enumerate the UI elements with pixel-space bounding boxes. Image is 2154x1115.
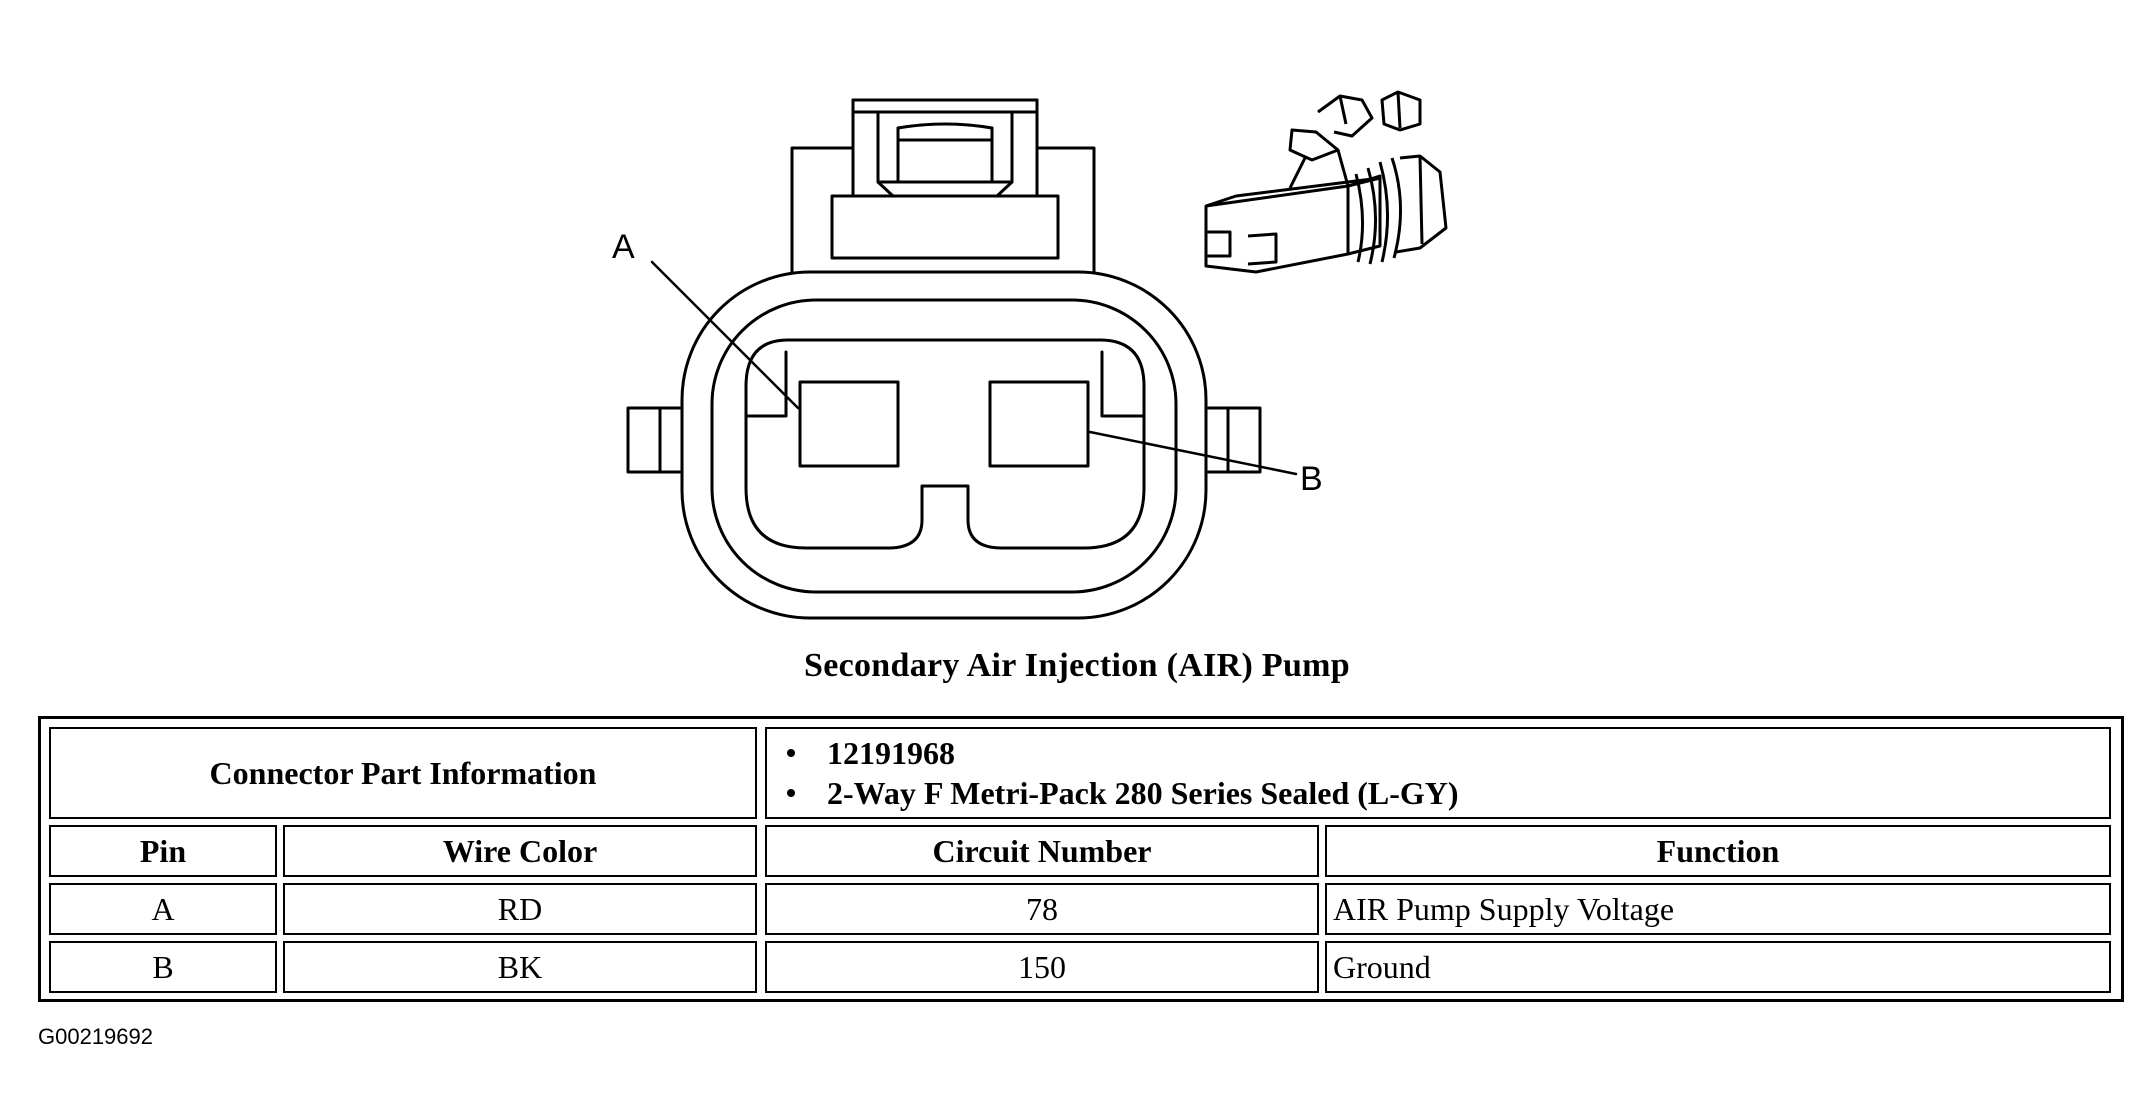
connector-outer-body xyxy=(680,270,1208,620)
row-a-pin: A xyxy=(49,883,277,935)
pin-label-a: A xyxy=(612,228,635,266)
connector-side-tabs xyxy=(626,406,1262,474)
cavity-key-right xyxy=(1100,350,1146,418)
connector-part-info: 12191968 2-Way F Metri-Pack 280 Series S… xyxy=(765,727,2111,819)
header-function: Function xyxy=(1325,825,2111,877)
row-b-wire-color: BK xyxy=(283,941,757,993)
header-wire-color: Wire Color xyxy=(283,825,757,877)
terminal-b xyxy=(988,380,1090,468)
row-b-pin: B xyxy=(49,941,277,993)
part-info-list: 12191968 2-Way F Metri-Pack 280 Series S… xyxy=(775,733,1459,813)
pin-label-b: B xyxy=(1300,460,1323,498)
connector-diagram: A B xyxy=(612,90,1448,620)
part-description: 2-Way F Metri-Pack 280 Series Sealed (L-… xyxy=(775,773,1459,813)
header-pin: Pin xyxy=(49,825,277,877)
row-a-circuit-number: 78 xyxy=(765,883,1319,935)
diagram-caption: Secondary Air Injection (AIR) Pump xyxy=(803,647,1350,684)
leader-line-b xyxy=(1088,430,1298,476)
figure-id: G00219692 xyxy=(38,1024,153,1049)
connector-latch xyxy=(790,98,1096,274)
connector-table: Connector Part Information 12191968 2-Wa… xyxy=(38,716,2124,1002)
row-a-function: AIR Pump Supply Voltage xyxy=(1325,883,2111,935)
connector-iso-illustration xyxy=(1204,90,1448,274)
row-b-circuit-number: 150 xyxy=(765,941,1319,993)
row-a-wire-color: RD xyxy=(283,883,757,935)
header-circuit-number: Circuit Number xyxy=(765,825,1319,877)
terminal-a xyxy=(798,380,900,468)
row-b-function: Ground xyxy=(1325,941,2111,993)
leader-line-a xyxy=(650,260,800,410)
connector-info-label: Connector Part Information xyxy=(49,727,757,819)
cavity-key-left xyxy=(744,350,788,418)
part-number: 12191968 xyxy=(775,733,1459,773)
connector-seal-ring xyxy=(710,298,1178,594)
connector-cavity xyxy=(744,338,1146,550)
